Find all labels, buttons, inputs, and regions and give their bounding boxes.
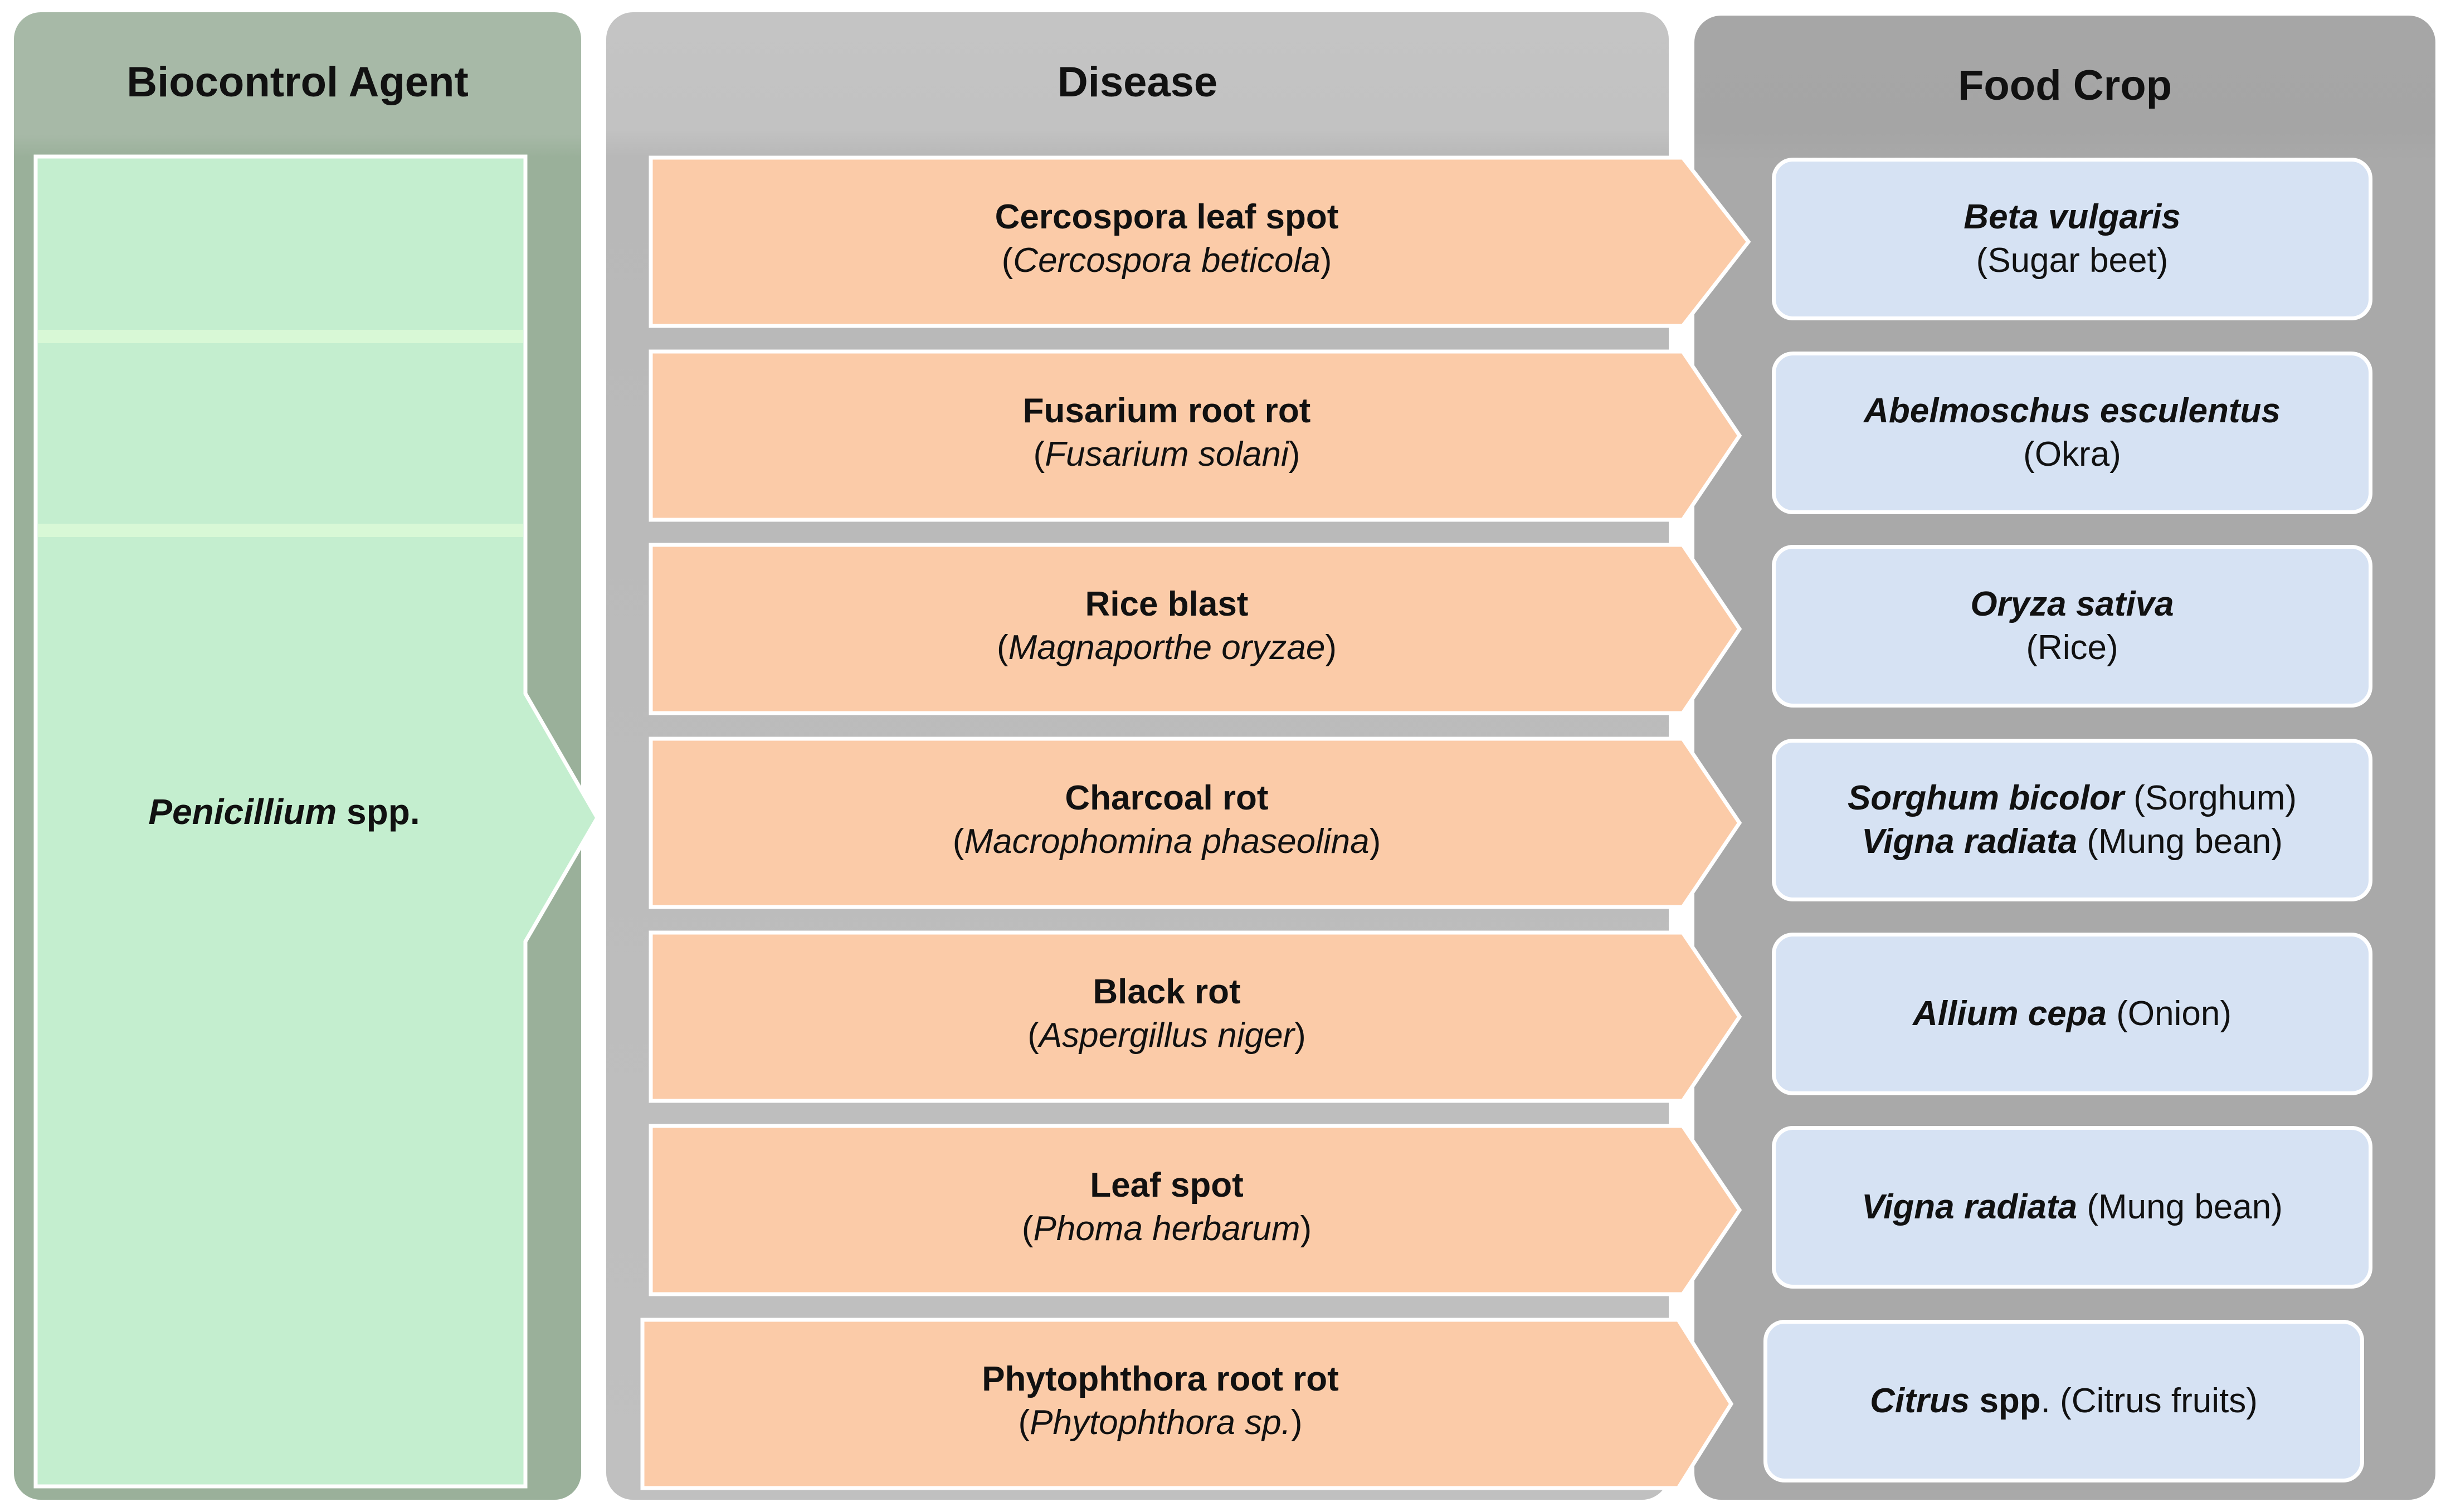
food-crop-box: Sorghum bicolor (Sorghum)Vigna radiata (…: [1772, 739, 2372, 901]
crop-line: Vigna radiata (Mung bean): [1862, 1186, 2283, 1229]
disease-name: Cercospora leaf spot: [995, 198, 1339, 236]
pathogen-name: (Cercospora beticola): [1001, 241, 1332, 280]
agent-label: Penicillium spp.: [33, 791, 535, 832]
disease-label: Phytophthora root rot (Phytophthora sp.): [687, 1358, 1634, 1445]
crop-common-name: (Mung bean): [2077, 1188, 2283, 1226]
food-crop-header: Food Crop: [1957, 61, 2172, 109]
agent-separator-1: [38, 330, 523, 343]
food-crop-box: Oryza sativa (Rice): [1772, 545, 2372, 708]
biocontrol-agent-header: Biocontrol Agent: [126, 58, 469, 106]
pathogen-name: (Phoma herbarum): [1021, 1209, 1312, 1248]
disease-arrow: [649, 737, 1742, 909]
crop-scientific-name: Beta vulgaris: [1963, 198, 2181, 236]
pathogen-name: (Aspergillus niger): [1027, 1016, 1306, 1055]
food-crop-box: Allium cepa (Onion): [1772, 933, 2372, 1095]
crop-line: Abelmoschus esculentus: [1864, 389, 2281, 433]
crop-line: Citrus spp. (Citrus fruits): [1870, 1379, 2258, 1423]
crop-line: Beta vulgaris: [1963, 196, 2180, 239]
disease-arrow: [649, 155, 1751, 328]
crop-common-name: (Sorghum): [2123, 779, 2297, 817]
crop-spp: spp: [1970, 1382, 2041, 1420]
crop-scientific-name: Allium cepa: [1913, 994, 2107, 1033]
pathogen-name: (Macrophomina phaseolina): [952, 822, 1381, 861]
disease-label: Charcoal rot (Macrophomina phaseolina): [693, 777, 1640, 864]
disease-arrow: [640, 1318, 1734, 1490]
pathogen-name: (Phytophthora sp.): [1018, 1403, 1303, 1442]
crop-line: Sorghum bicolor (Sorghum): [1848, 777, 2297, 820]
crop-scientific-name: Vigna radiata: [1862, 1188, 2078, 1226]
crop-scientific-name: Sorghum bicolor: [1847, 779, 2124, 817]
crop-common-name: (Sugar beet): [1976, 241, 2169, 280]
agent-chevron-shape: [33, 154, 600, 1489]
agent-name-rest: spp.: [337, 792, 420, 832]
disease-header: Disease: [1057, 58, 1218, 106]
crop-line: Allium cepa (Onion): [1913, 992, 2232, 1036]
disease-label: Cercospora leaf spot (Cercospora beticola…: [693, 196, 1640, 282]
disease-arrow: [649, 1124, 1742, 1296]
crop-common-name: (Mung bean): [2077, 822, 2283, 861]
pathogen-name: (Magnaporthe oryzae): [997, 628, 1337, 667]
disease-name: Leaf spot: [1090, 1166, 1244, 1204]
disease-name: Fusarium root rot: [1022, 392, 1311, 430]
crop-scientific-name: Citrus: [1870, 1382, 1970, 1420]
crop-scientific-name: Vigna radiata: [1862, 822, 2078, 861]
disease-arrow: [649, 930, 1742, 1103]
pathogen-name: (Fusarium solani): [1033, 435, 1300, 474]
crop-common-name: (Okra): [2023, 435, 2121, 474]
disease-label: Leaf spot (Phoma herbarum): [693, 1164, 1640, 1251]
disease-arrow: [649, 543, 1742, 715]
disease-name: Rice blast: [1085, 585, 1249, 623]
food-crop-box: Beta vulgaris (Sugar beet): [1772, 158, 2372, 320]
agent-separator-2: [38, 524, 523, 537]
disease-label: Black rot (Aspergillus niger): [693, 970, 1640, 1057]
food-crop-box: Abelmoschus esculentus (Okra): [1772, 352, 2372, 514]
crop-common-name: . (Citrus fruits): [2040, 1382, 2258, 1420]
disease-label: Fusarium root rot (Fusarium solani): [693, 389, 1640, 476]
food-crop-box: Vigna radiata (Mung bean): [1772, 1126, 2372, 1289]
disease-label: Rice blast (Magnaporthe oryzae): [693, 583, 1640, 670]
disease-arrow: [649, 349, 1742, 522]
crop-common-name: (Onion): [2107, 994, 2232, 1033]
crop-scientific-name: Abelmoschus esculentus: [1864, 392, 2281, 430]
disease-name: Black rot: [1093, 973, 1241, 1011]
crop-scientific-name: Oryza sativa: [1970, 585, 2174, 623]
crop-line: Vigna radiata (Mung bean): [1862, 820, 2283, 864]
food-crop-box: Citrus spp. (Citrus fruits): [1763, 1320, 2364, 1482]
agent-name-italic: Penicillium: [148, 792, 337, 832]
crop-line: Oryza sativa: [1970, 583, 2174, 626]
disease-name: Charcoal rot: [1065, 779, 1269, 817]
disease-name: Phytophthora root rot: [982, 1360, 1339, 1398]
crop-common-name: (Rice): [2026, 628, 2118, 667]
